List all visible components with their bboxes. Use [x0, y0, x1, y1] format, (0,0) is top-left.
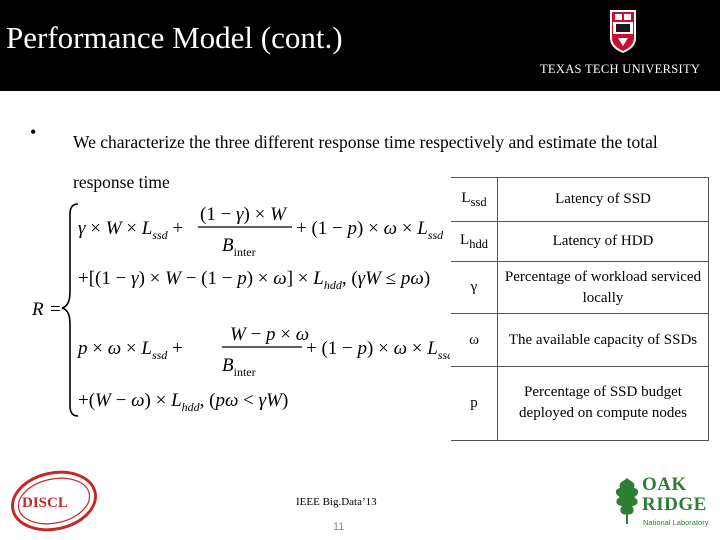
svg-text:+[(1 − γ) × W − (1 − p) × ω] ×: +[(1 − γ) × W − (1 − p) × ω] × Lhdd, (γW…	[78, 268, 430, 292]
svg-text:Binter: Binter	[222, 235, 256, 259]
formula-line-1: γ × W × Lssd + (1 − γ) × W Binter + (1 −…	[78, 204, 444, 259]
bullet-icon: •	[30, 122, 37, 142]
slide-title: Performance Model (cont.)	[6, 20, 343, 55]
formula-line-3: p × ω × Lssd + W − p × ω Binter + (1 − p…	[76, 324, 450, 379]
formula-line-2: +[(1 − γ) × W − (1 − p) × ω] × Lhdd, (γW…	[78, 268, 430, 292]
variable-symbol: Lssd	[451, 176, 498, 223]
table-row: p Percentage of SSD budget deployed on c…	[451, 365, 709, 442]
svg-text:=: =	[50, 299, 61, 320]
oak-ridge-word-2: RIDGE	[642, 494, 707, 515]
svg-text:(1 − γ) × W: (1 − γ) × W	[200, 204, 288, 225]
texas-tech-shield-icon	[610, 10, 636, 53]
slide-header: Performance Model (cont.) TEXAS TECH UNI…	[0, 0, 720, 91]
page-number: 11	[333, 521, 345, 533]
svg-text:R: R	[31, 299, 44, 320]
svg-text:+ (1 − p) × ω × Lssd: + (1 − p) × ω × Lssd	[306, 338, 450, 362]
variable-symbol: ω	[451, 313, 498, 367]
table-row: γ Percentage of workload serviced locall…	[451, 261, 709, 315]
svg-text:p × ω × Lssd +: p × ω × Lssd +	[76, 338, 183, 362]
oak-leaf-icon	[615, 478, 639, 524]
svg-text:γ × W × Lssd +: γ × W × Lssd +	[78, 218, 183, 242]
formula-line-4: +(W − ω) × Lhdd, (pω < γW)	[78, 390, 288, 414]
svg-text:+ (1 − p) × ω × Lssd: + (1 − p) × ω × Lssd	[296, 218, 444, 242]
svg-text:Binter: Binter	[222, 355, 256, 379]
variable-description: The available capacity of SSDs	[497, 313, 709, 367]
discl-logo-text: DISCL	[22, 495, 68, 511]
footer-conference: IEEE Big.Data’13	[296, 496, 377, 508]
oak-ridge-logo: OAK RIDGE National Laboratory	[612, 474, 714, 530]
table-row: Lssd Latency of SSD	[451, 176, 709, 223]
bullet-text: We characterize the three different resp…	[73, 132, 658, 192]
variable-description: Percentage of workload serviced locally	[497, 261, 709, 315]
variable-symbol: Lhdd	[451, 221, 498, 263]
discl-logo: DISCL	[11, 470, 97, 532]
university-name: TEXAS TECH UNIVERSITY	[540, 62, 701, 76]
svg-text:W − p × ω: W − p × ω	[230, 324, 309, 345]
oak-ridge-word-1: OAK	[642, 474, 687, 495]
svg-text:+(W − ω) × Lhdd, (pω < γW): +(W − ω) × Lhdd, (pω < γW)	[78, 390, 288, 414]
response-time-formula: R = γ × W × Lssd + (1 − γ) × W Binter + …	[31, 203, 450, 417]
texas-tech-logo: TEXAS TECH UNIVERSITY	[540, 6, 715, 84]
table-row: Lhdd Latency of HDD	[451, 221, 709, 263]
variable-description: Latency of SSD	[497, 176, 709, 223]
variable-description: Latency of HDD	[497, 221, 709, 263]
table-row: ω The available capacity of SSDs	[451, 313, 709, 367]
variable-symbol: p	[451, 365, 498, 442]
variables-table: Lssd Latency of SSD Lhdd Latency of HDD …	[451, 176, 709, 442]
oak-ridge-subtitle: National Laboratory	[643, 518, 709, 527]
variable-description: Percentage of SSD budget deployed on com…	[497, 365, 709, 442]
variable-symbol: γ	[451, 261, 498, 315]
